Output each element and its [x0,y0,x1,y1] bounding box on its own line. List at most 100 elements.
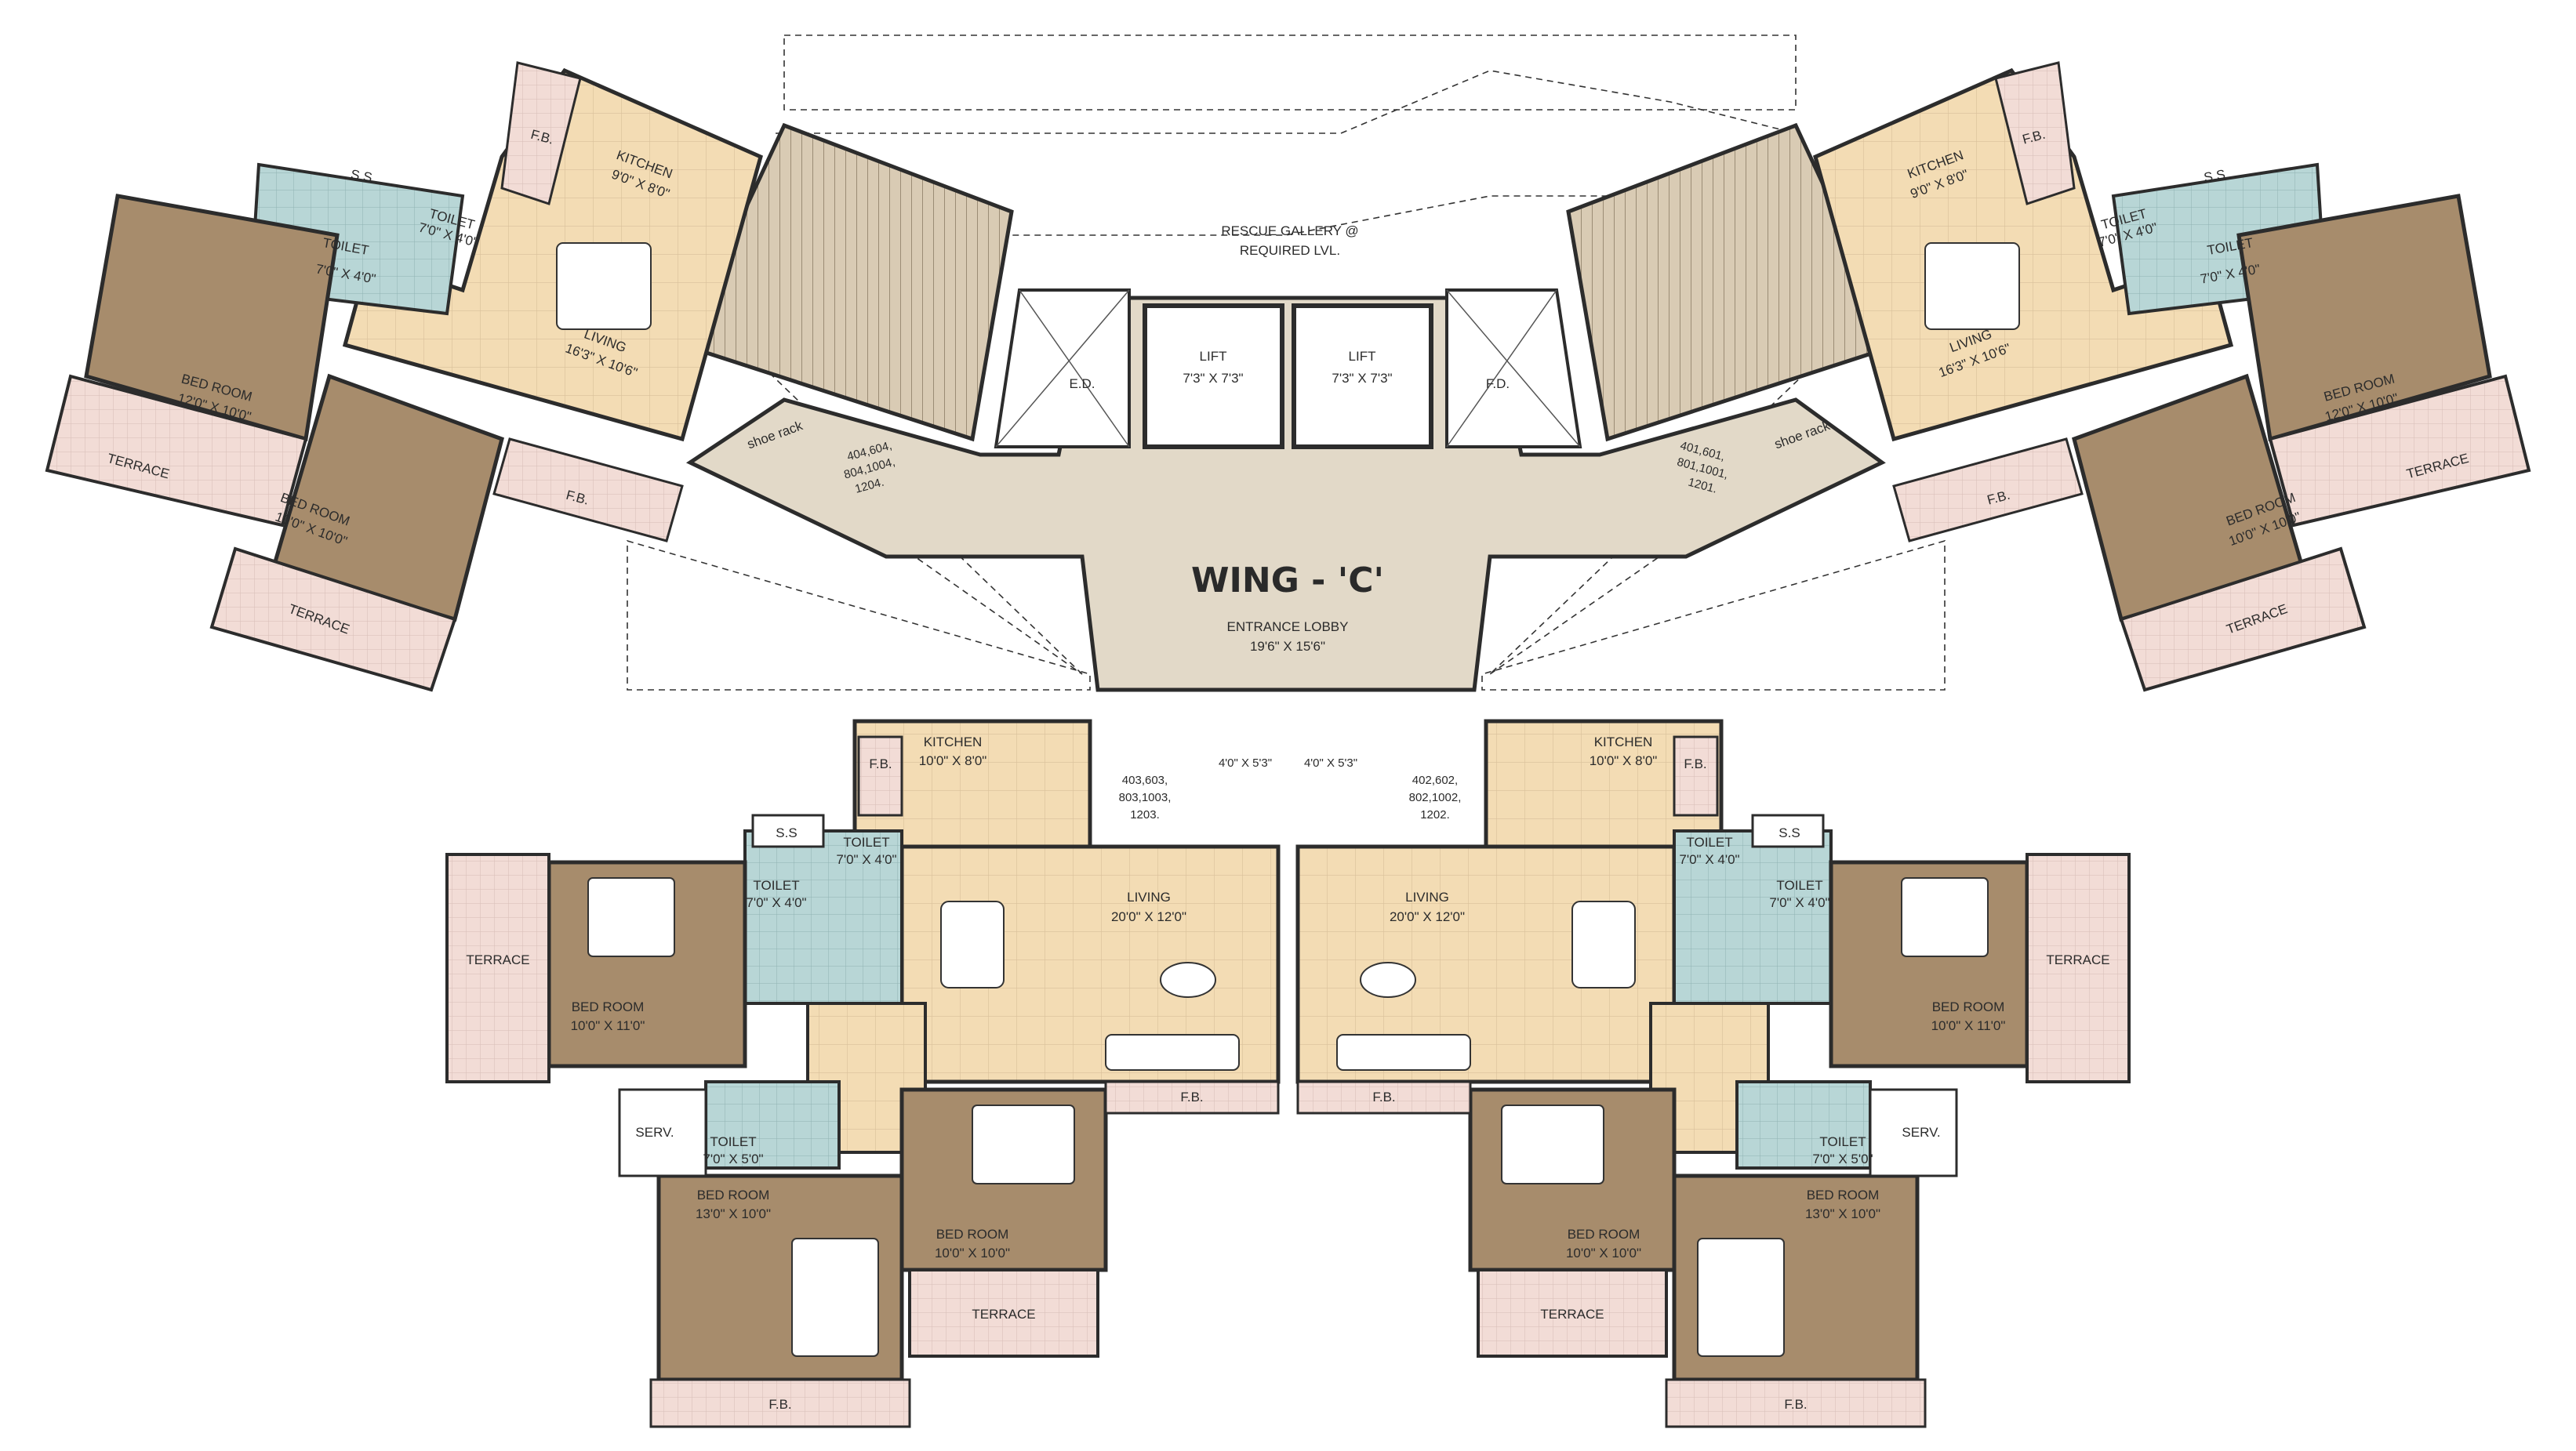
lr-toilets [1673,829,1833,1005]
lift-1 [1143,303,1284,449]
flat-no-lr-2: 802,1002, [1409,791,1462,804]
lr-toilet3-name: TOILET [1819,1134,1866,1149]
unit-upper-left [45,61,763,692]
lr-toilet1-name: TOILET [1686,835,1732,850]
lr-bedroom2-name: BED ROOM [1807,1188,1880,1203]
coffee-table-icon [1360,962,1416,998]
lr-ss: S.S [1778,825,1800,840]
lift-2-size: 7'3" X 7'3" [1332,371,1392,386]
ll-bedroom2-name: BED ROOM [697,1188,770,1203]
ll-fb3: F.B. [768,1397,791,1412]
lr-living-name: LIVING [1405,890,1449,905]
bed-icon [972,1105,1075,1184]
ll-fb-living [1104,1080,1280,1115]
lr-kitchen-name: KITCHEN [1594,735,1653,749]
ll-toilet3-name: TOILET [710,1134,756,1149]
lobby-name: ENTRANCE LOBBY [1227,619,1349,634]
ll-bedroom2-size: 13'0" X 10'0" [696,1206,771,1221]
ll-living-size: 20'0" X 12'0" [1111,909,1186,924]
ll-terrace-1 [445,853,550,1083]
ll-serv [618,1088,707,1177]
lr-toilet3-size: 7'0" X 5'0" [1812,1152,1873,1166]
ur-terrace-2 [2119,546,2367,692]
lr-terrace1: TERRACE [2046,952,2109,967]
sofa-icon [556,242,652,330]
bed-icon [1697,1238,1785,1357]
bed-icon [1901,877,1989,957]
ll-toilet2-size: 7'0" X 4'0" [746,895,806,910]
ul-terrace-1 [45,374,308,528]
rescue-gallery-line2: REQUIRED LVL. [1240,243,1340,258]
flat-no-lr-3: 1202. [1420,808,1450,822]
lobby-size: 19'6" X 15'6" [1250,639,1325,654]
flat-no-lr-1: 402,602, [1412,774,1458,787]
ll-living-name: LIVING [1127,890,1171,905]
lr-toilet1-size: 7'0" X 4'0" [1679,852,1739,867]
furniture [556,242,2020,1357]
flat-no-ll-3: 1203. [1130,808,1160,822]
ed-label: E.D. [1069,376,1095,391]
lr-living-size: 20'0" X 12'0" [1390,909,1465,924]
lift-1-name: LIFT [1200,349,1227,364]
unit-lower-right [1295,719,2131,1428]
ll-bedroom3-size: 10'0" X 10'0" [935,1246,1010,1261]
rescue-gallery-line1: RESCUE GALLERY @ [1221,223,1358,238]
lr-terrace2: TERRACE [1540,1307,1604,1322]
ll-toilet1-size: 7'0" X 4'0" [836,852,896,867]
ll-ss: S.S [776,825,797,840]
lr-kitchen-size: 10'0" X 8'0" [1590,753,1658,768]
ll-fb2: F.B. [1180,1090,1203,1105]
lr-bedroom3-size: 10'0" X 10'0" [1566,1246,1641,1261]
sofa-icon [1336,1034,1471,1071]
lr-serv: SERV. [1902,1125,1940,1140]
lr-fb3: F.B. [1784,1397,1807,1412]
ur-fb-2 [1892,437,2084,542]
lr-terrace-1 [2026,853,2131,1083]
lower-gallery-outline-r [1481,539,1946,691]
ll-toilet3-size: 7'0" X 5'0" [703,1152,763,1166]
lr-bedroom3-name: BED ROOM [1568,1227,1640,1242]
ul-fb-2 [492,437,684,542]
lr-foyer-size: 4'0" X 5'3" [1304,756,1357,770]
lr-toilet2-size: 7'0" X 4'0" [1769,895,1829,910]
ll-kitchen-name: KITCHEN [924,735,983,749]
lr-terrace-2 [1477,1268,1668,1358]
ll-kitchen-size: 10'0" X 8'0" [919,753,987,768]
flat-no-ll-2: 803,1003, [1119,791,1172,804]
ll-toilets [743,829,903,1005]
bed-icon [791,1238,879,1357]
sofa-icon [1924,242,2020,330]
wing-title: WING - 'C' [1191,560,1384,600]
ll-terrace1: TERRACE [466,952,529,967]
lr-bedroom2-size: 13'0" X 10'0" [1805,1206,1880,1221]
ll-fb-kitchen [857,735,903,817]
lr-ss [1751,814,1825,848]
ll-bedroom1-size: 10'0" X 11'0" [571,1018,645,1033]
ll-terrace-2 [908,1268,1099,1358]
ll-serv: SERV. [635,1125,674,1140]
lr-bedroom1-size: 10'0" X 11'0" [1931,1018,2006,1033]
lift-1-size: 7'3" X 7'3" [1183,371,1243,386]
lr-fb-living [1296,1080,1472,1115]
ll-terrace2: TERRACE [972,1307,1035,1322]
dining-table-icon [1571,901,1636,988]
ll-foyer-size: 4'0" X 5'3" [1219,756,1272,770]
ur-ss: S.S [2203,167,2226,185]
lr-toilet-3 [1735,1080,1872,1170]
ur-fb-1 [1994,61,2076,205]
ll-fb1: F.B. [869,756,892,771]
lr-fb2: F.B. [1372,1090,1395,1105]
flat-no-ll-1: 403,603, [1122,774,1168,787]
rescue-gallery-outline-2 [783,34,1797,111]
lr-fb1: F.B. [1684,756,1706,771]
ll-toilet-3 [704,1080,841,1170]
ll-ss [751,814,825,848]
ul-fb-1 [500,61,582,205]
sofa-icon [1105,1034,1240,1071]
ll-bedroom1-name: BED ROOM [572,999,645,1014]
lr-fb-bottom [1665,1378,1927,1428]
lr-bedroom1-name: BED ROOM [1932,999,2005,1014]
ul-ss: S.S [350,167,373,185]
lr-fb-kitchen [1673,735,1719,817]
